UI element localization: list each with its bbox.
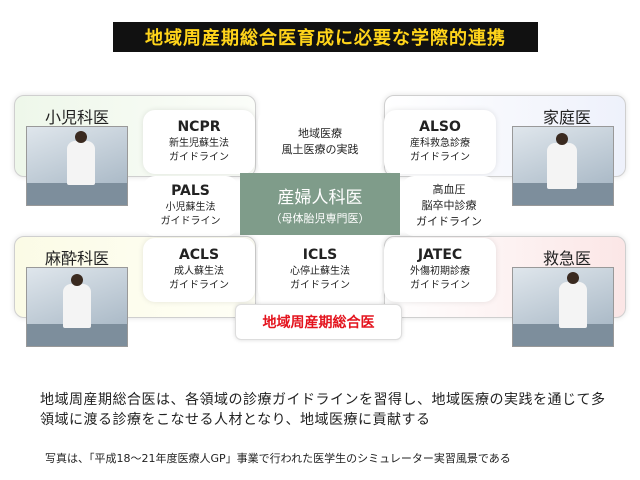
also-heading: ALSO [419,119,461,135]
icls-box: ICLS 心停止蘇生法 ガイドライン [258,238,382,302]
family-medicine-label: 家庭医 [543,108,592,127]
center-subtitle: （母体胎児専門医） [270,211,370,225]
pals-heading: PALS [171,183,210,199]
community-line2: 風土医療の実践 [281,143,359,156]
hypertension-line3: ガイドライン [416,215,482,228]
pals-line2: ガイドライン [160,216,221,227]
center-title: 産婦人科医 [277,187,363,208]
anesthesia-photo [26,267,128,347]
emergency-photo [512,267,614,347]
ncpr-line1: 新生児蘇生法 [169,138,229,149]
pediatrics-label: 小児科医 [45,108,110,127]
diagram-title: 地域周産期総合医育成に必要な学際的連携 [113,22,538,52]
jatec-heading: JATEC [417,247,463,263]
also-line1: 産科救急診療 [410,138,470,149]
jatec-line2: ガイドライン [410,280,470,291]
community-line1: 地域医療 [298,127,342,140]
acls-line2: ガイドライン [169,280,229,291]
jatec-line1: 外傷初期診療 [410,266,470,277]
acls-box: ACLS 成人蘇生法 ガイドライン [143,238,255,302]
pals-box: PALS 小児蘇生法 ガイドライン [143,176,238,236]
also-line2: ガイドライン [410,152,470,163]
hypertension-box: 高血圧 脳卒中診療 ガイドライン [402,176,496,236]
also-box: ALSO 産科救急診療 ガイドライン [384,110,496,174]
pals-line1: 小児蘇生法 [165,202,216,213]
hypertension-line2: 脳卒中診療 [421,199,477,212]
hypertension-line1: 高血圧 [432,183,466,196]
jatec-box: JATEC 外傷初期診療 ガイドライン [384,238,496,302]
description-text: 地域周産期総合医は、各領域の診療ガイドラインを習得し、地域医療の実践を通じて多領… [40,392,606,428]
emergency-label: 救急医 [543,249,592,268]
photo-caption: 写真は、「平成18～21年度医療人GP」事業で行われた医学生のシミュレーター実習… [45,452,511,465]
ncpr-box: NCPR 新生児蘇生法 ガイドライン [143,110,255,174]
regional-perinatal-physician-tag: 地域周産期総合医 [235,304,402,340]
icls-line2: ガイドライン [290,280,350,291]
icls-heading: ICLS [302,247,338,263]
ncpr-line2: ガイドライン [169,152,229,163]
pediatrics-photo [26,126,128,206]
anesthesia-label: 麻酔科医 [45,249,110,268]
family-medicine-photo [512,126,614,206]
acls-line1: 成人蘇生法 [174,266,224,277]
ncpr-heading: NCPR [177,119,221,135]
community-medicine-box: 地域医療 風土医療の実践 [258,110,382,174]
obstetrics-center-box: 産婦人科医 （母体胎児専門医） [240,173,400,235]
acls-heading: ACLS [178,247,220,263]
icls-line1: 心停止蘇生法 [290,266,350,277]
